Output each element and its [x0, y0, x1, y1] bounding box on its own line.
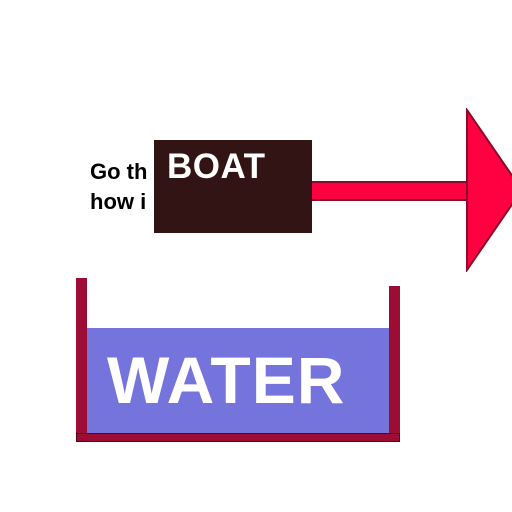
- boat-block[interactable]: BOAT: [154, 140, 312, 233]
- instruction-text: Go th how i: [90, 157, 147, 217]
- boat-label: BOAT: [167, 147, 266, 186]
- tank-floor: [76, 433, 400, 442]
- water-label: WATER: [107, 343, 346, 417]
- water-tank: WATER: [76, 278, 402, 444]
- arrow-shaft: [300, 181, 471, 201]
- arrow-head: [466, 108, 512, 272]
- tank-wall-left: [76, 278, 87, 442]
- tank-wall-right: [389, 286, 400, 442]
- instruction-line-2: how i: [90, 189, 147, 214]
- arrow-right-icon: [300, 108, 512, 272]
- water-area[interactable]: WATER: [87, 328, 389, 433]
- instruction-line-1: Go th: [90, 159, 148, 184]
